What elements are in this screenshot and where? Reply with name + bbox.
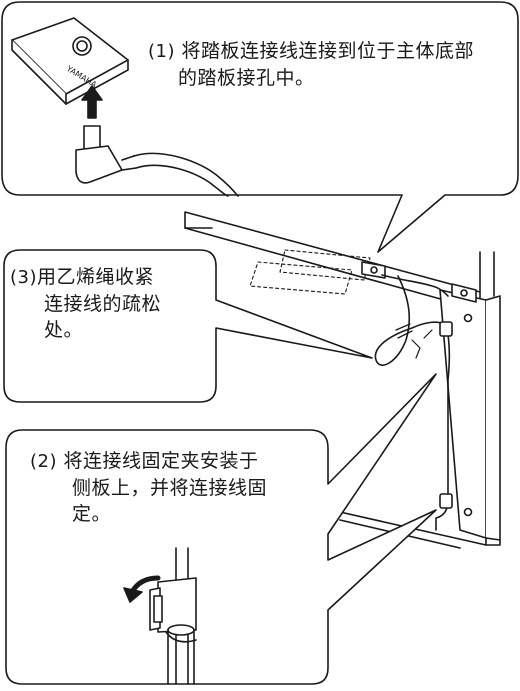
step2-line3: 定。	[72, 503, 112, 525]
hidden-outline	[249, 249, 371, 295]
cable-plug-illustration	[75, 125, 239, 197]
step3-line2: 连接线的疏松	[44, 293, 162, 315]
callout-step1	[1, 1, 519, 253]
up-arrow-icon	[81, 85, 103, 119]
step1-number: (1)	[148, 41, 175, 62]
step1-line2: 的踏板接孔中。	[178, 67, 315, 89]
step3-line3: 处。	[44, 319, 84, 341]
step3-text: (3)用乙烯绳收紧 连接线的疏松 处。	[10, 264, 161, 343]
callout-step2	[5, 373, 437, 685]
step3-line1: 用乙烯绳收紧	[37, 266, 155, 288]
pedal-cable	[374, 274, 453, 531]
step2-number: (2)	[30, 451, 57, 472]
rotate-arrow-icon	[123, 575, 161, 603]
pedal-unit-illustration	[11, 17, 129, 105]
step3-number: (3)	[10, 267, 37, 288]
step2-line1: 将连接线固定夹安装于	[63, 450, 259, 472]
step1-line1: 将踏板连接线连接到位于主体底部	[181, 40, 475, 62]
callout-step3	[3, 249, 373, 403]
step2-line2: 侧板上，并将连接线固	[72, 477, 268, 499]
step1-text: (1) 将踏板连接线连接到位于主体底部 的踏板接孔中。	[148, 38, 474, 91]
step2-text: (2) 将连接线固定夹安装于 侧板上，并将连接线固 定。	[30, 448, 267, 527]
cable-clip-illustration	[149, 547, 197, 685]
